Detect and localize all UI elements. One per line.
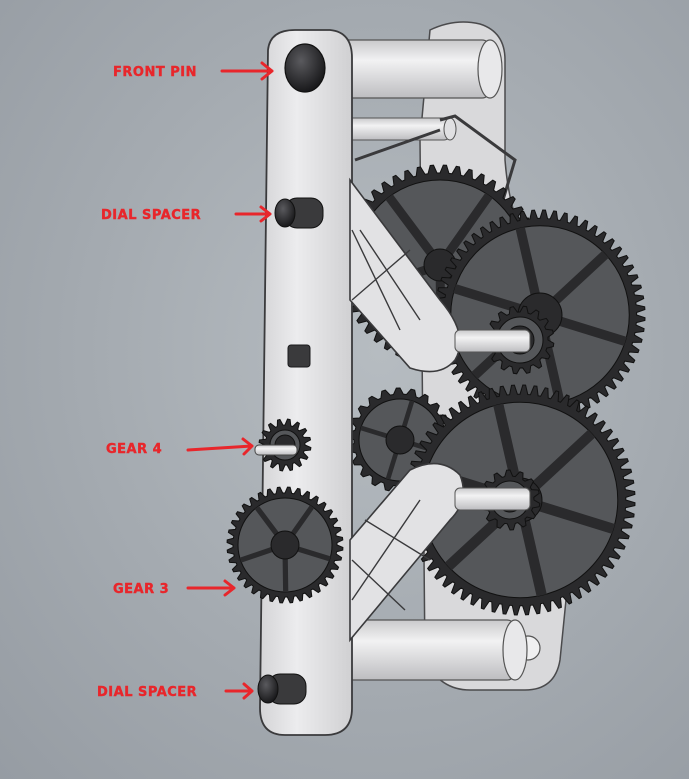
top-spacer-cylinder [329, 39, 503, 99]
wire-bracket [354, 114, 517, 211]
label-dial-spacer-bottom: DIAL SPACER [97, 685, 197, 700]
front-pin [284, 43, 326, 93]
lower-axle [454, 487, 531, 511]
callout-gear-3: GEAR 3 [113, 579, 236, 597]
arrow-dial-spacer-bottom [224, 682, 254, 700]
gear-3 [226, 486, 344, 604]
label-gear-3: GEAR 3 [113, 582, 169, 597]
rear-gear-middle-hub [385, 425, 415, 455]
arrow-front-pin [220, 61, 274, 81]
gear-3-hub [270, 530, 300, 560]
arrow-gear-3 [186, 579, 236, 597]
callout-dial-spacer-bottom: DIAL SPACER [97, 682, 254, 700]
label-gear-4: GEAR 4 [106, 442, 162, 457]
arrow-gear-4 [186, 437, 254, 456]
dial-spacer-top [274, 197, 324, 229]
rear-gear-middle [347, 387, 453, 493]
gear-4-shaft [254, 444, 298, 456]
callout-dial-spacer-top: DIAL SPACER [101, 205, 272, 223]
main-gear-upper [434, 209, 646, 421]
callout-front-pin: FRONT PIN [113, 61, 274, 81]
label-front-pin: FRONT PIN [113, 65, 197, 80]
upper-axle [454, 329, 531, 353]
label-dial-spacer-top: DIAL SPACER [101, 208, 201, 223]
callout-gear-4: GEAR 4 [106, 437, 254, 457]
arrow-dial-spacer-top [234, 205, 272, 223]
bottom-spacer-cylinder [339, 619, 528, 681]
dial-spacer-bottom [257, 673, 307, 705]
